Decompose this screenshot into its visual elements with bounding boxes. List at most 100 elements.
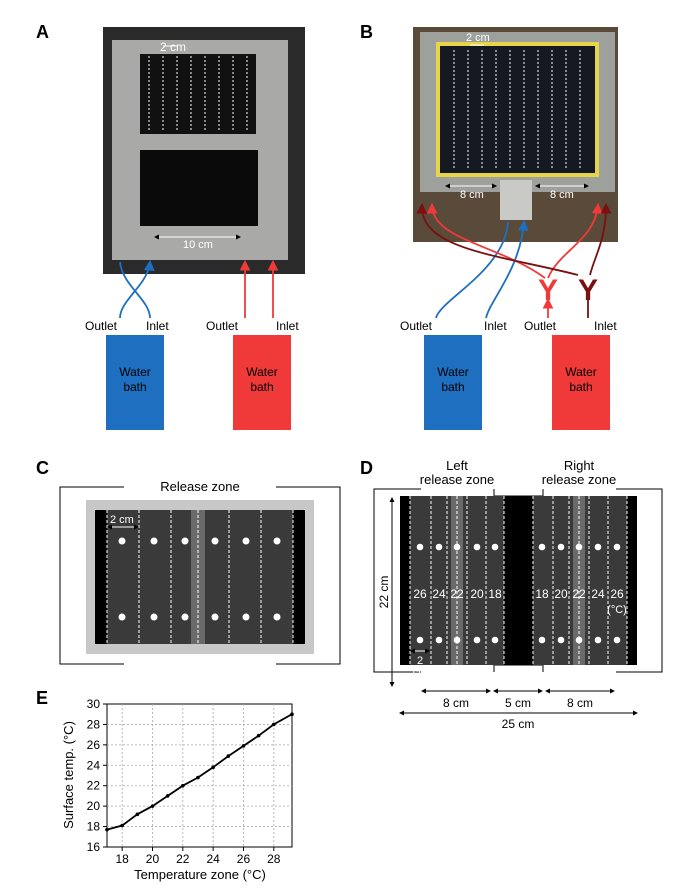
data-point xyxy=(105,827,109,832)
pipe-a-cold-2 xyxy=(119,259,155,319)
y-tick-label: 20 xyxy=(87,799,101,813)
probe-dots-c xyxy=(118,537,281,621)
water-bath-a-hot-l2: bath xyxy=(250,380,273,394)
edge-left-d xyxy=(400,496,410,665)
y-tick-label: 30 xyxy=(87,697,101,711)
data-point xyxy=(211,765,215,770)
plate-b xyxy=(440,46,595,173)
chart-x-ticks: 18 20 22 24 26 28 xyxy=(115,847,281,866)
y-tick-label: 18 xyxy=(87,820,101,834)
edge-right-c xyxy=(293,510,305,644)
right-release-label-1: Right xyxy=(564,458,595,473)
temp-label: 24 xyxy=(432,587,446,601)
pipe-b-cold-1 xyxy=(435,221,509,319)
dim-8cm-b-left-label: 8 cm xyxy=(460,189,484,201)
data-point xyxy=(120,823,124,828)
dim-2cm-c-label: 2 cm xyxy=(110,514,134,526)
dashed-zones-a xyxy=(148,56,248,132)
bracket-mid-bottom-d xyxy=(493,664,544,672)
temp-label: 18 xyxy=(535,587,549,601)
edge-right-d xyxy=(627,496,637,665)
chart-series xyxy=(105,712,294,832)
bracket-left-c xyxy=(59,486,124,665)
bracket-right-c xyxy=(276,486,341,665)
temp-labels-right: 18 20 22 24 26 xyxy=(535,587,624,601)
bracket-right-d xyxy=(616,488,663,673)
temp-label: 26 xyxy=(413,587,427,601)
data-point xyxy=(181,783,185,788)
outlet-label-a-hot: Outlet xyxy=(206,319,239,333)
pipe-a-cold-1 xyxy=(119,261,151,319)
y-splitter-return: Y xyxy=(578,274,598,307)
panel-e-label: E xyxy=(36,688,48,708)
data-point xyxy=(150,804,155,808)
water-bath-b-cold-l1: Water xyxy=(437,365,469,379)
temp-label: 22 xyxy=(450,587,464,601)
pipe-b-return-1 xyxy=(416,202,579,276)
dim-2cm-d-label-2: cm xyxy=(413,667,428,679)
panel-b-label: B xyxy=(360,22,373,42)
x-tick-label: 28 xyxy=(267,852,281,866)
water-bath-a-cold xyxy=(106,335,164,430)
water-bath-a-hot xyxy=(233,335,291,430)
y-tick-label: 28 xyxy=(87,717,101,731)
dim-8cm-d-right-label: 8 cm xyxy=(567,696,593,710)
water-bath-b-cold-l2: bath xyxy=(441,380,464,394)
outlet-label-a-cold: Outlet xyxy=(85,319,118,333)
water-bath-a-hot-l1: Water xyxy=(246,365,278,379)
bracket-mid-top-d xyxy=(493,489,544,497)
x-tick-label: 26 xyxy=(237,852,251,866)
inlet-label-b-hot: Inlet xyxy=(594,319,617,333)
right-release-strip-d xyxy=(573,496,585,665)
panel-a: A 2 cm 10 cm Outlet Inlet Outlet Inlet W… xyxy=(36,22,305,430)
pipe-b-cold-2 xyxy=(485,219,529,319)
water-bath-b-cold xyxy=(424,335,482,430)
outlet-label-b-hot: Outlet xyxy=(524,319,557,333)
pipe-b-hot-1 xyxy=(426,202,546,279)
data-point xyxy=(290,712,294,717)
panel-d: D Left release zone Right release zone xyxy=(360,458,663,731)
pipe-b-return-2 xyxy=(589,202,612,276)
x-tick-label: 22 xyxy=(176,852,190,866)
bottom-plate-a xyxy=(140,150,258,226)
panel-b: B 2 cm 8 cm 8 cm Y Y Outlet Inlet Outl xyxy=(360,22,618,430)
data-point xyxy=(226,754,231,758)
dim-5cm-d-label: 5 cm xyxy=(505,696,531,710)
inlet-label-b-cold: Inlet xyxy=(484,319,507,333)
dim-8cm-b-right-label: 8 cm xyxy=(550,189,574,201)
dim-22cm-d-label: 22 cm xyxy=(377,576,391,609)
water-bath-a-cold-l2: bath xyxy=(123,380,146,394)
left-release-label-1: Left xyxy=(446,458,468,473)
temp-label: 20 xyxy=(554,587,568,601)
inlet-label-a-cold: Inlet xyxy=(146,319,169,333)
water-bath-b-hot-l2: bath xyxy=(569,380,592,394)
data-point xyxy=(241,744,246,748)
temp-label: 24 xyxy=(591,587,605,601)
dim-2cm-d-label-1: 2 xyxy=(417,655,423,667)
release-zone-label-c: Release zone xyxy=(160,479,240,494)
dashed-zones-b xyxy=(453,50,581,170)
dim-10cm-a-label: 10 cm xyxy=(183,239,213,251)
x-tick-label: 18 xyxy=(115,852,129,866)
x-tick-label: 20 xyxy=(146,852,160,866)
dim-2cm-a-label: 2 cm xyxy=(160,40,186,54)
panel-d-label: D xyxy=(360,458,373,478)
outlet-label-b-cold: Outlet xyxy=(400,319,433,333)
inlet-label-a-hot: Inlet xyxy=(276,319,299,333)
temp-label: 18 xyxy=(488,587,502,601)
temp-labels-left: 26 24 22 20 18 xyxy=(413,587,502,601)
data-point xyxy=(256,733,261,738)
panel-a-label: A xyxy=(36,22,49,42)
center-block-b xyxy=(500,180,532,220)
water-bath-a-cold-l1: Water xyxy=(119,365,151,379)
chart-grid-x xyxy=(121,704,275,847)
x-tick-label: 24 xyxy=(206,852,220,866)
temp-label: 22 xyxy=(572,587,586,601)
left-release-label-2: release zone xyxy=(420,472,494,487)
panel-c-label: C xyxy=(36,458,49,478)
dim-2cm-b-label: 2 cm xyxy=(466,32,490,44)
dim-25cm-d-label: 25 cm xyxy=(502,717,535,731)
